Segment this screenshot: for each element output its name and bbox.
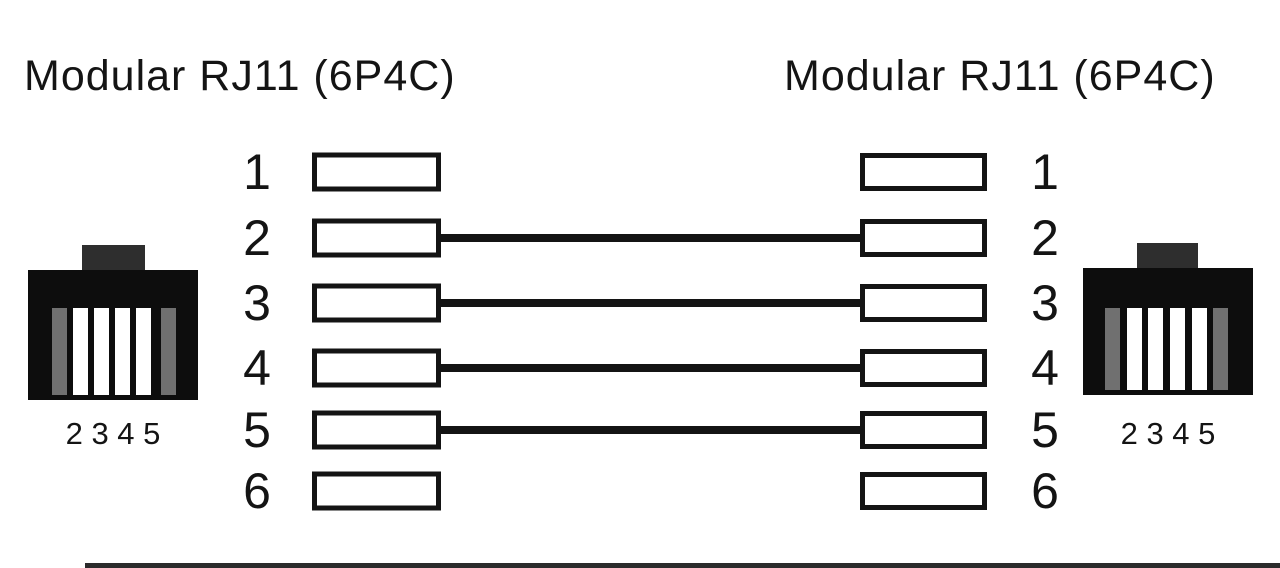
left-pin-contact xyxy=(312,471,441,511)
right-pin-number: 4 xyxy=(1031,340,1059,396)
jack-slot xyxy=(1192,308,1207,390)
left-jack-pin-label: 2 3 4 5 xyxy=(65,416,161,451)
left-pin-number: 1 xyxy=(243,144,271,200)
left-pin-number: 2 xyxy=(243,210,271,266)
left-pin-number: 6 xyxy=(243,463,271,519)
jack-tab xyxy=(1137,243,1198,268)
right-pin-contact xyxy=(860,219,987,257)
right-jack-pin-label: 2 3 4 5 xyxy=(1120,416,1216,451)
left-pin-number: 3 xyxy=(243,275,271,331)
wire-pin-3 xyxy=(436,299,865,307)
wire-pin-4 xyxy=(436,364,865,372)
jack-slot xyxy=(1213,308,1228,390)
left-pin-number: 5 xyxy=(243,402,271,458)
jack-slot xyxy=(1127,308,1142,390)
right-pin-contact xyxy=(860,472,987,510)
jack-slot xyxy=(1148,308,1163,390)
right-pin-number: 5 xyxy=(1031,402,1059,458)
right-pin-number: 1 xyxy=(1031,144,1059,200)
wire-pin-5 xyxy=(436,426,865,434)
jack-tab xyxy=(82,245,145,270)
left-pin-contact xyxy=(312,348,441,388)
left-connector-title: Modular RJ11 (6P4C) xyxy=(24,52,456,100)
left-pin-contact xyxy=(312,218,441,258)
jack-slot xyxy=(136,308,151,395)
jack-slot xyxy=(161,308,176,395)
jack-slot xyxy=(94,308,109,395)
left-pin-contact xyxy=(312,152,441,192)
right-pin-contact xyxy=(860,153,987,191)
left-pin-number: 4 xyxy=(243,340,271,396)
jack-slot xyxy=(1170,308,1185,390)
right-pin-number: 6 xyxy=(1031,463,1059,519)
jack-slot xyxy=(1105,308,1120,390)
right-pin-contact xyxy=(860,349,987,387)
right-connector-title: Modular RJ11 (6P4C) xyxy=(784,52,1216,100)
jack-slot xyxy=(115,308,130,395)
right-pin-number: 3 xyxy=(1031,275,1059,331)
jack-slot xyxy=(73,308,88,395)
left-pin-contact xyxy=(312,283,441,323)
wire-pin-2 xyxy=(436,234,865,242)
bottom-border xyxy=(85,563,1280,568)
right-pin-number: 2 xyxy=(1031,210,1059,266)
right-pin-contact xyxy=(860,284,987,322)
jack-slot xyxy=(52,308,67,395)
right-pin-contact xyxy=(860,411,987,449)
left-pin-contact xyxy=(312,410,441,450)
